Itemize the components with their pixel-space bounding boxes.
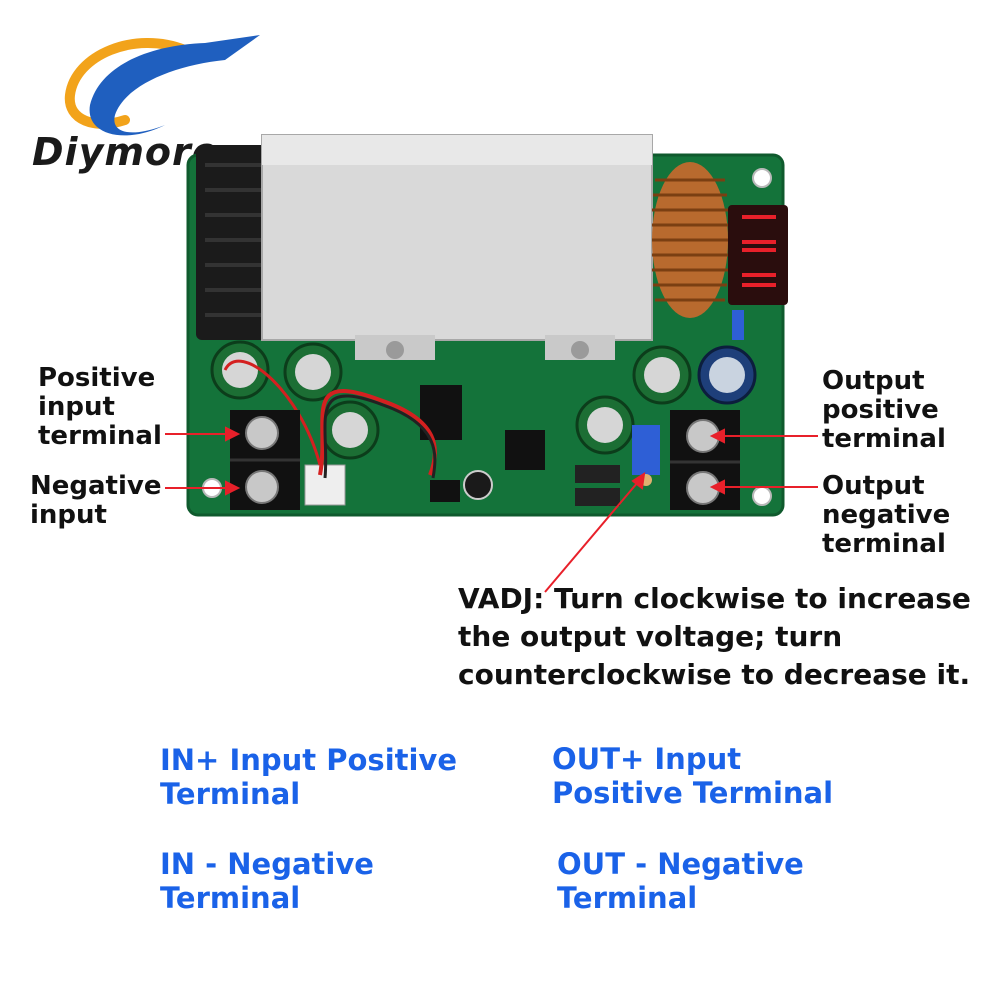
capacitor [632,345,692,405]
vadj-potentiometer [632,425,660,475]
callout-output-positive: Output positive terminal [822,366,946,454]
callout-output-negative: Output negative terminal [822,471,951,559]
legend-in-plus: IN+ Input Positive Terminal [160,743,458,811]
fan-wire-black [323,394,437,479]
legend-out-minus: OUT - Negative Terminal [557,847,804,915]
diymore-logo [64,35,260,136]
resistor [575,465,620,483]
arrow-vadj [544,481,639,593]
callout-negative-input: Negative input [30,471,162,530]
legend-out-plus: OUT+ Input Positive Terminal [552,742,834,810]
capacitor [697,345,757,405]
ic-chip [505,430,545,470]
capacitor [320,400,380,460]
legend-in-minus: IN - Negative Terminal [160,847,374,915]
terminal-screw [245,470,279,504]
capacitor [575,395,635,455]
voltage-display [728,205,788,305]
toroid-inductor [652,162,728,318]
capacitor [210,340,270,400]
mount-hole [752,486,772,506]
mount-hole [752,168,772,188]
capacitor [283,342,343,402]
vadj-instruction: VADJ: Turn clockwise to increase the out… [458,582,971,691]
callout-positive-input: Positive input terminal [38,363,162,451]
heatsink [261,134,653,341]
resistor [575,488,620,506]
terminal-screw [245,416,279,450]
logo-swoosh [89,35,260,136]
